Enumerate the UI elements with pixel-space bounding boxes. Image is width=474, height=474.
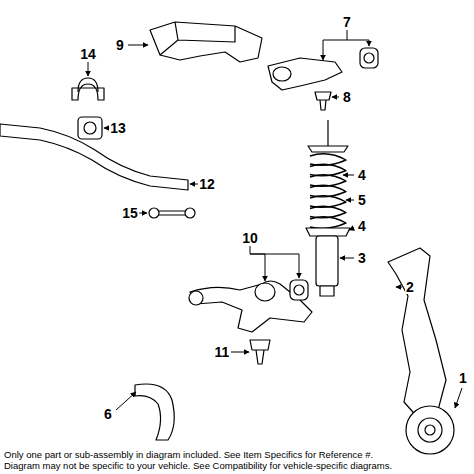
callout-number: 4	[357, 168, 367, 182]
callout-number: 10	[241, 231, 259, 245]
wheel-hub	[406, 406, 454, 454]
upper-arm-bushing	[360, 48, 378, 68]
stabilizer-bracket	[72, 84, 104, 100]
lower-arm-bushing	[290, 280, 308, 300]
coil-spring	[310, 154, 346, 229]
leader-arrow	[323, 30, 347, 60]
link-end	[185, 208, 195, 218]
coil-winding	[310, 206, 346, 218]
steering-knuckle	[388, 248, 446, 420]
lower-arm-bushing	[255, 283, 275, 301]
leader-arrow	[340, 258, 354, 259]
stabilizer-bracket-top	[78, 78, 98, 92]
upper-arm-bushing	[273, 67, 291, 81]
leader-arrow	[347, 40, 369, 46]
mount-bracket	[150, 22, 262, 62]
coil-winding	[310, 175, 346, 187]
strut-mount	[320, 286, 334, 296]
callout-number: 8	[342, 90, 352, 104]
callout-number: 6	[103, 407, 113, 421]
callout-number: 11	[214, 345, 231, 359]
callout-number: 9	[115, 38, 125, 52]
leader-arrow	[455, 388, 462, 408]
callout-number: 3	[357, 251, 367, 265]
wheel-hub-center	[425, 425, 435, 435]
leader-arrow	[343, 175, 354, 176]
lower-ball-joint	[250, 340, 270, 364]
callout-number: 13	[109, 121, 127, 135]
upper-ball-joint	[315, 92, 331, 110]
leader-arrow	[190, 184, 198, 185]
leader-arrow	[396, 287, 402, 288]
leader-arrow	[332, 97, 339, 98]
mount-bracket-detail	[160, 22, 235, 55]
footnote-text: Only one part or sub-assembly in diagram…	[4, 450, 373, 460]
bushing-hole	[294, 285, 304, 295]
callout-number: 4	[357, 219, 367, 233]
callout-number: 2	[405, 280, 415, 294]
leader-arrow	[88, 62, 89, 76]
upper-control-arm	[268, 58, 342, 90]
bushing-hole	[364, 53, 374, 63]
coil-winding	[310, 185, 346, 197]
spring-insulator	[306, 228, 350, 236]
leader-arrow	[250, 254, 299, 278]
leader-arrow	[128, 45, 148, 46]
tension-strut	[135, 384, 174, 440]
link-end	[149, 208, 159, 218]
coil-winding	[310, 196, 346, 208]
callout-number: 14	[79, 47, 97, 61]
leader-arrow	[346, 200, 354, 201]
strut-body	[316, 236, 338, 286]
leader-arrow	[250, 246, 265, 281]
leader-arrow	[349, 228, 354, 230]
coil-winding	[310, 164, 346, 176]
coil-spring-seat	[308, 146, 348, 152]
callout-number: 12	[198, 177, 216, 191]
coil-winding	[310, 154, 346, 166]
footnote-text: Diagram may not be specific to your vehi…	[4, 461, 392, 471]
leader-arrow	[116, 392, 136, 410]
strut-rod	[327, 120, 328, 146]
coil-winding	[310, 217, 346, 229]
wheel-hub-center	[418, 418, 442, 442]
bushing-hole	[84, 122, 96, 134]
leader-arrow	[138, 213, 147, 214]
stabilizer-link	[158, 211, 186, 215]
lower-control-arm	[190, 281, 312, 332]
callout-number: 15	[121, 206, 139, 220]
stabilizer-bushing	[78, 117, 102, 139]
leader-arrow	[231, 352, 249, 353]
stabilizer-bar	[0, 124, 188, 190]
callout-number: 5	[357, 193, 367, 207]
lower-arm-bushing	[189, 291, 203, 305]
callout-number: 1	[458, 371, 468, 385]
callout-number: 7	[342, 15, 352, 29]
